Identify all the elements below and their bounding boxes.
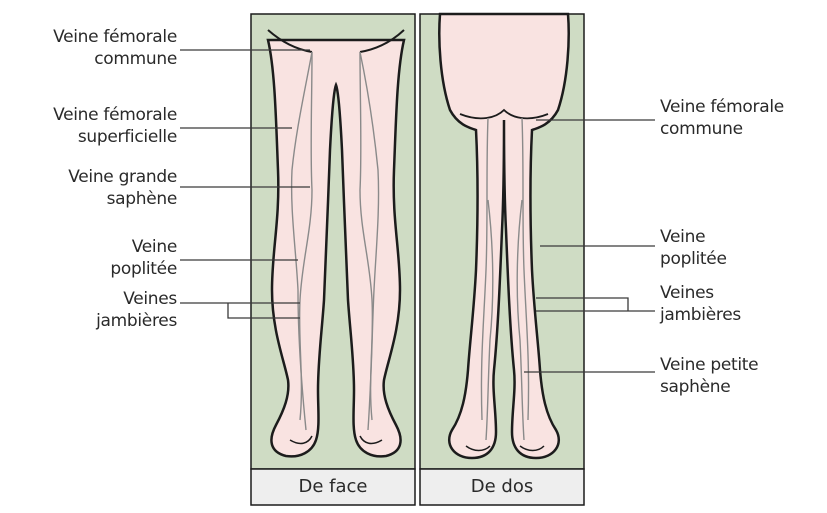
caption-back: De dos xyxy=(420,469,584,505)
caption-front: De face xyxy=(251,469,415,505)
back-panel xyxy=(420,14,584,505)
